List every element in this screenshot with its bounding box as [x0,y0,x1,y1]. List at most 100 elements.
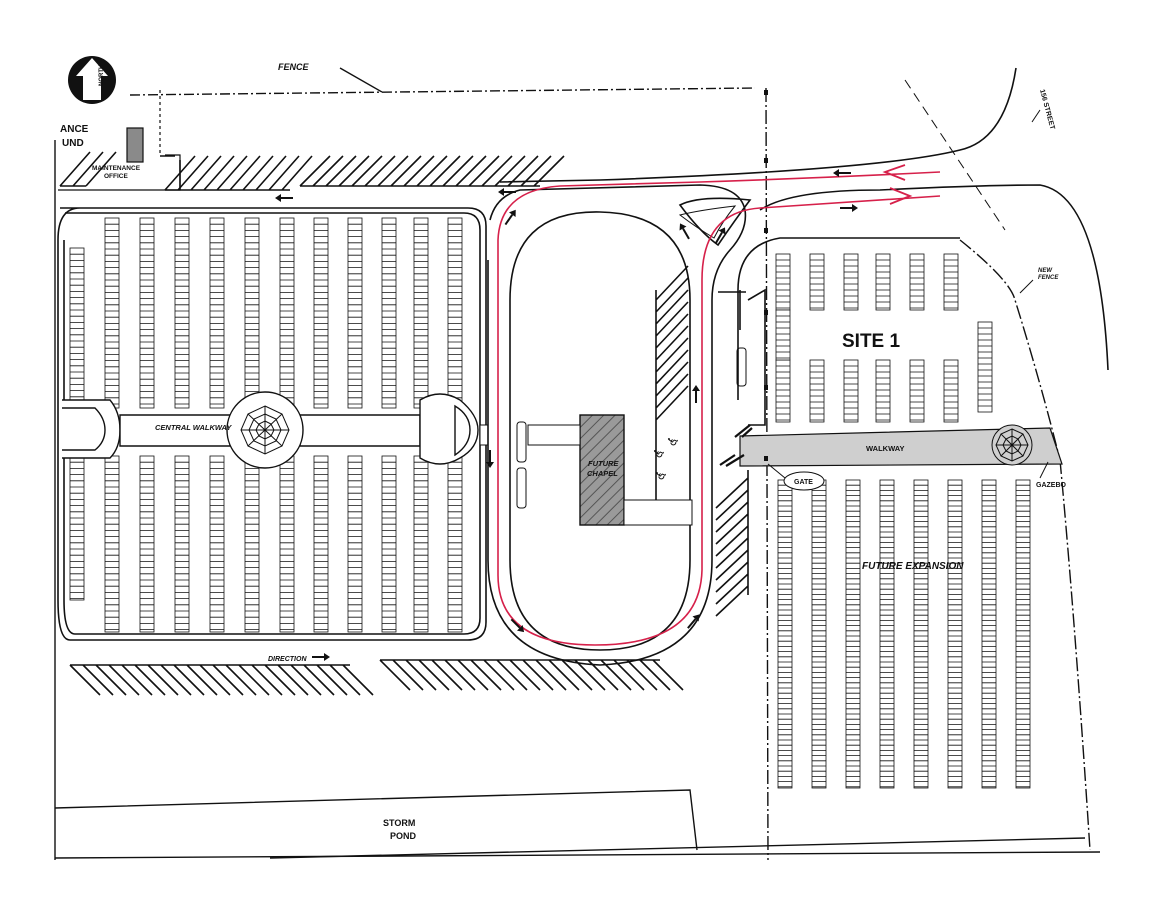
stall-row [381,455,397,633]
stall-row [913,479,929,789]
north-label: NORTH [99,65,105,86]
new-fence-label-2: FENCE [1038,275,1059,281]
maintenance-compound-label-2: UND [62,138,84,149]
stall-dividers [70,461,84,599]
angled-stall-lines [655,265,689,500]
stall-dividers [105,461,119,630]
stall-row [981,479,997,789]
future-chapel-label-1: FUTURE [588,459,619,468]
stall-dividers [944,259,958,309]
stall-dividers [382,461,396,630]
stall-dividers [314,223,328,405]
stall-row [174,455,190,633]
accessible-parking-icon: ♿ ♿ ♿ [650,432,683,485]
street-edge [499,67,1109,371]
arrow-shaft [682,228,690,240]
stall-row [943,359,959,423]
stall-row [777,479,793,789]
stall-row [313,455,329,633]
arrow-head [486,462,494,468]
stall-dividers [140,223,154,405]
storm-pond-label-1: STORM [383,818,415,828]
stall-row [209,455,225,633]
stall-row [843,359,859,423]
stall-dividers [414,223,428,405]
new-fence-label-1: NEW [1038,268,1053,274]
arrow-head [509,209,516,218]
stall-dividers [776,365,790,421]
stall-dividers [978,327,992,407]
angled-stall-lines [299,155,565,187]
stall-dividers [982,484,996,788]
stall-dividers [844,259,858,309]
arrow-head [833,169,839,177]
direction-arrow-icon [833,169,851,177]
direction-arrow-icon [486,450,494,468]
stall-row [879,479,895,789]
top-angled-parking [59,151,565,191]
central-gazebo-icon [240,405,290,455]
arrow-head [275,194,281,202]
strip-edge [160,155,181,190]
stall-row [909,359,925,423]
svg-text:♿: ♿ [650,444,669,463]
stall-row [1015,479,1031,789]
stall-row [775,309,791,361]
stall-dividers [448,461,462,630]
stall-row [104,455,120,633]
direction-arrow-icon [679,223,690,240]
stall-row [875,359,891,423]
stall-row [977,321,993,413]
chapel-angled-parking [655,265,689,500]
stall-dividers [280,461,294,630]
stall-dividers [880,484,894,788]
storm-pond-label-2: POND [390,831,417,841]
stall-dividers [776,315,790,359]
angled-stall-lines [379,659,684,691]
arrow-head [852,204,858,212]
site-1-label: SITE 1 [842,331,901,352]
stall-dividers [948,484,962,788]
direction-arrow-icon [687,614,700,629]
stall-dividers [810,259,824,309]
direction-arrow-icon [510,618,525,633]
gate-marker [767,463,825,491]
stall-dividers [810,365,824,421]
stall-row [947,479,963,789]
stall-dividers [175,223,189,405]
stall-row [811,479,827,789]
car-icon [736,347,747,387]
direction-arrow-icon [840,204,858,212]
arrow-shaft [715,232,723,244]
stall-row [775,359,791,423]
gazebo-label: GAZEBO [1036,482,1067,489]
stall-dividers [382,223,396,405]
angled-stall-lines [715,470,749,617]
maintenance-office-label-1: MAINTENANCE [92,165,141,172]
arrow-head [692,614,700,622]
bottom-angled-parking [69,659,684,696]
future-chapel [516,347,747,526]
north-arrow-icon: NORTH [68,56,116,104]
route-arrowheads [882,164,913,205]
stall-dividers [280,223,294,405]
arrow-shaft [504,214,514,226]
chapel-loop-road [487,184,752,666]
direction-label: DIRECTION [268,656,307,663]
stall-row [139,455,155,633]
stall-dividers [914,484,928,788]
stall-dividers [140,461,154,630]
angled-stall-lines [59,151,117,187]
arrow-head [324,653,330,661]
central-walkway-label: CENTRAL WALKWAY [155,423,232,432]
stall-dividers [210,223,224,405]
stall-dividers [776,259,790,309]
stall-dividers [314,461,328,630]
gazebo-icon [995,428,1029,462]
stall-row [845,479,861,789]
stall-dividers [876,259,890,309]
gate-label: GATE [794,479,813,486]
site-boundary [54,67,1101,861]
stall-dividers [210,461,224,630]
